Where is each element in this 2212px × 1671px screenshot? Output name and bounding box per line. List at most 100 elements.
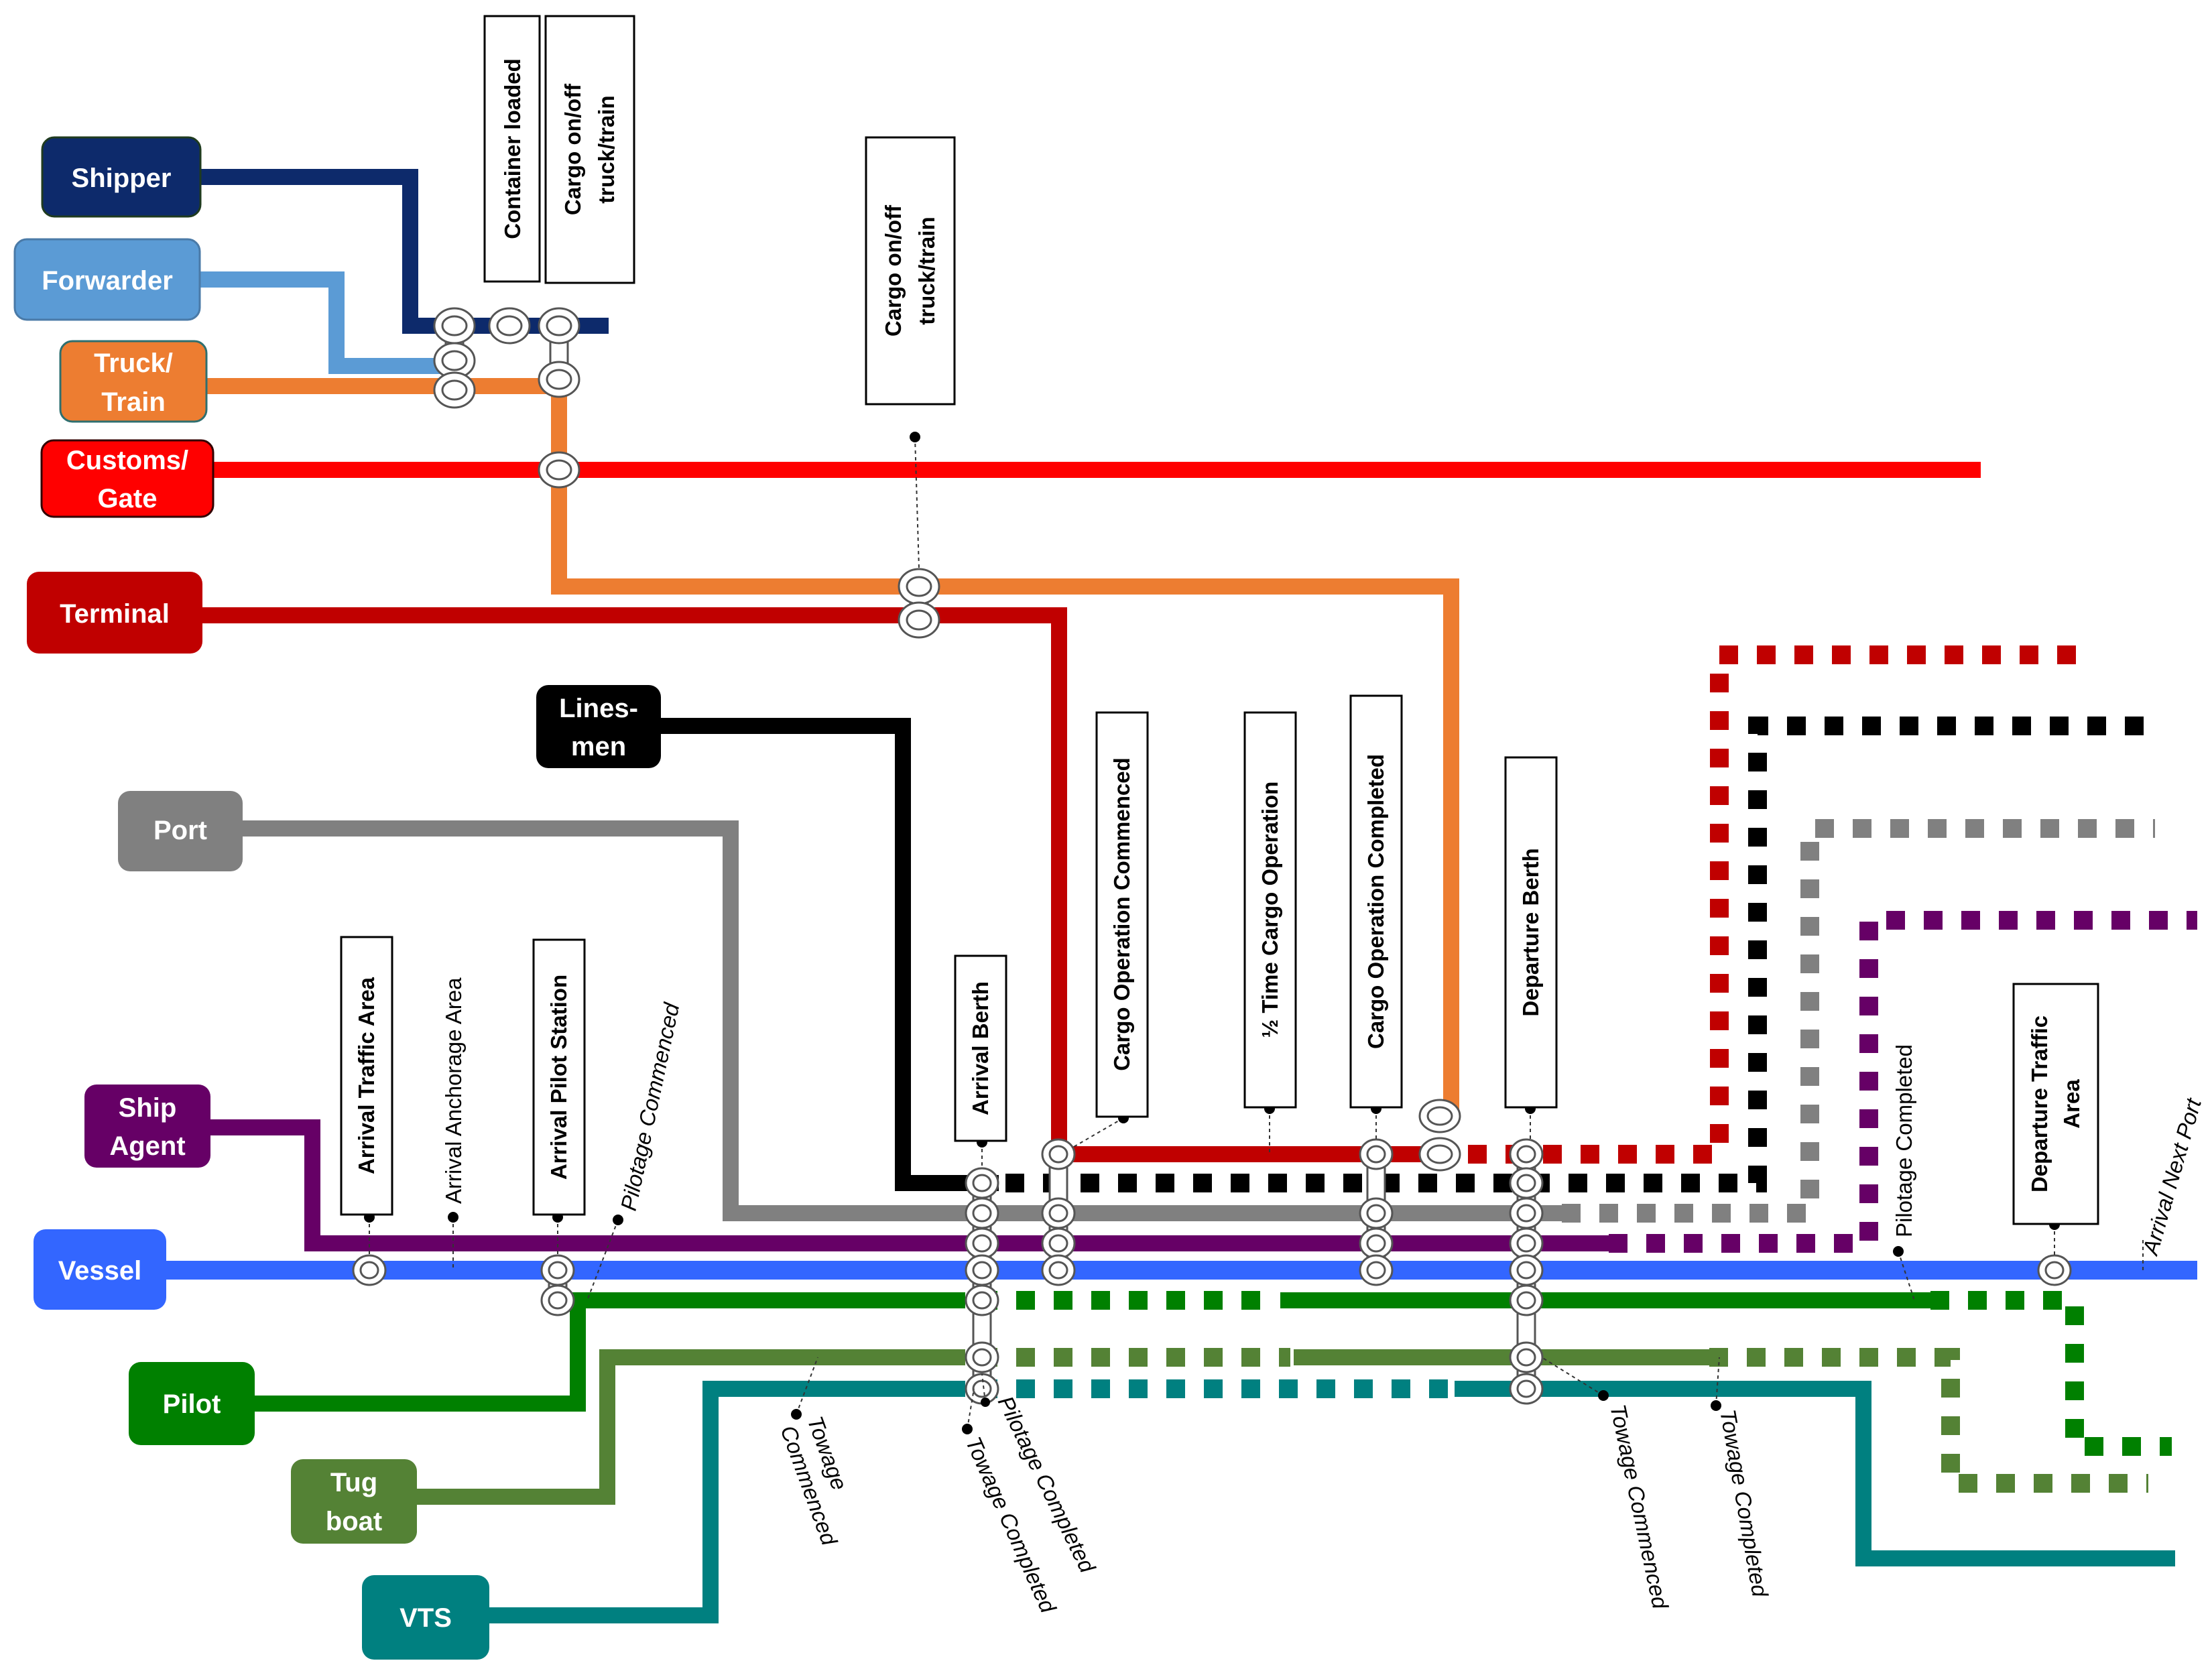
- box-cargo-onoff-1-line1: Cargo on/off: [560, 83, 585, 215]
- leader-pilotage-commenced: [587, 1219, 619, 1301]
- stop-berth-tug: [965, 1341, 999, 1373]
- stop-completed-terminal: [1359, 1138, 1394, 1170]
- stop-departure-terminal: [1509, 1138, 1544, 1170]
- dashed-pilot-2: [1930, 1291, 2172, 1456]
- dot-towage-commenced-left: [791, 1409, 802, 1420]
- actor-customs: Customs/ Gate: [40, 439, 214, 518]
- actor-customs-label-1: Customs/: [66, 446, 188, 475]
- box-cargo-onoff-1: Cargo on/off truck/train: [544, 15, 635, 284]
- actor-terminal: Terminal: [27, 572, 202, 654]
- stop-commenced-agent: [1041, 1227, 1076, 1259]
- leader-cargo-onoff-2: [914, 436, 920, 569]
- stop-arrival-pilot-vessel: [540, 1254, 575, 1286]
- dashed-tugboat-2: [1709, 1348, 2148, 1493]
- actor-truck-label-1: Truck/: [94, 349, 173, 378]
- actor-linesmen: Lines- men: [536, 685, 661, 768]
- box-departure-traffic-line1: Departure Traffic: [2027, 1015, 2052, 1192]
- box-departure-traffic-line2: Area: [2059, 1079, 2084, 1129]
- stop-commenced-terminal: [1041, 1138, 1076, 1170]
- line-shipagent: [208, 1119, 1609, 1251]
- leader-towage-completed-right: [1715, 1357, 1720, 1406]
- stop-departure-vessel: [1509, 1254, 1544, 1286]
- dot-arrival-anchorage: [448, 1212, 458, 1223]
- label-towage-commenced-right: Towage Commenced: [1605, 1402, 1673, 1612]
- box-arrival-traffic: Arrival Traffic Area: [340, 936, 393, 1216]
- actor-truck: Truck/ Train: [59, 340, 208, 423]
- actor-vts: VTS: [362, 1575, 489, 1660]
- stop-berth-port: [965, 1197, 999, 1229]
- stop-departure-agent: [1509, 1227, 1544, 1259]
- actor-forwarder-label: Forwarder: [42, 266, 173, 296]
- label-arrival-next-port: Arrival Next Port: [2138, 1095, 2207, 1259]
- line-port: [240, 820, 1562, 1221]
- label-towage-completed-right: Towage Completed: [1715, 1408, 1773, 1600]
- actor-pilot: Pilot: [129, 1362, 255, 1445]
- actor-shipagent-label-2: Agent: [109, 1131, 185, 1161]
- stop-shipper-handover: [433, 307, 476, 345]
- box-container-loaded-text: Container loaded: [500, 58, 525, 239]
- line-forwarder: [194, 271, 453, 374]
- box-cargo-onoff-2-line1: Cargo on/off: [881, 204, 906, 336]
- box-container-loaded: Container loaded: [483, 15, 541, 283]
- actor-tugboat-label-2: boat: [326, 1507, 382, 1536]
- dot-pilotage-commenced: [613, 1215, 623, 1225]
- dashed-shipagent: [1609, 911, 2197, 1253]
- stop-truck-2: [538, 361, 580, 398]
- actor-port-label: Port: [153, 816, 207, 845]
- stop-berth-vessel: [965, 1254, 999, 1286]
- stop-truck-end-1: [1418, 1099, 1461, 1133]
- line-pilot: [252, 1292, 965, 1412]
- stop-cargo-onoff-2b: [898, 601, 940, 639]
- dot-pilotage-completed-bottom: [981, 1398, 990, 1407]
- box-arrival-traffic-text: Arrival Traffic Area: [354, 977, 379, 1174]
- dot-towage-completed-left: [962, 1424, 973, 1434]
- box-cargo-onoff-2-line2: truck/train: [914, 216, 939, 324]
- actor-pilot-label: Pilot: [163, 1389, 221, 1419]
- actor-linesmen-label-1: Lines-: [559, 694, 638, 723]
- stop-departure-pilot: [1509, 1284, 1544, 1316]
- leader-towage-completed-left: [967, 1388, 975, 1430]
- stop-completed-port: [1359, 1197, 1394, 1229]
- stop-completed-vessel: [1359, 1254, 1394, 1286]
- box-cargo-completed-text: Cargo Operation Completed: [1363, 754, 1388, 1049]
- actor-customs-label-2: Gate: [98, 484, 158, 513]
- box-departure-berth: Departure Berth: [1504, 756, 1558, 1109]
- stop-truck-1: [433, 371, 476, 409]
- line-tugboat: [414, 1349, 965, 1505]
- label-pilotage-commenced: Pilotage Commenced: [616, 1000, 684, 1213]
- box-arrival-pilot: Arrival Pilot Station: [532, 938, 586, 1216]
- box-departure-berth-text: Departure Berth: [1518, 848, 1543, 1016]
- dot-cargo-onoff-2: [910, 432, 920, 442]
- actor-linesmen-label-2: men: [571, 732, 626, 761]
- box-half-time-text: ½ Time Cargo Operation: [1257, 782, 1282, 1038]
- line-linesmen: [658, 718, 999, 1191]
- dot-towage-commenced-right: [1598, 1390, 1609, 1401]
- box-cargo-onoff-1-line2: truck/train: [594, 95, 619, 203]
- stop-customs: [538, 451, 580, 489]
- stop-berth-linesmen: [965, 1167, 999, 1199]
- dot-towage-completed-right: [1711, 1400, 1721, 1411]
- stop-departure-vts: [1509, 1373, 1544, 1405]
- leader-pilotage-completed-bottom: [981, 1373, 986, 1403]
- box-arrival-pilot-text: Arrival Pilot Station: [546, 975, 571, 1180]
- actor-terminal-label: Terminal: [60, 599, 170, 629]
- actor-vts-label: VTS: [400, 1603, 452, 1633]
- dot-pilotage-completed-right: [1893, 1246, 1904, 1257]
- stop-arrival-pilot-pilot: [540, 1284, 575, 1316]
- line-vts-2: [1455, 1381, 2175, 1566]
- stop-container-loaded: [488, 307, 531, 345]
- stop-departure-tug: [1509, 1341, 1544, 1373]
- stop-cargo-onoff-1: [538, 307, 580, 345]
- actor-shipper: Shipper: [41, 136, 202, 218]
- stop-berth-pilot: [965, 1284, 999, 1316]
- box-half-time: ½ Time Cargo Operation: [1243, 711, 1297, 1109]
- dashed-linesmen: [1005, 717, 2155, 1192]
- actor-port: Port: [118, 791, 243, 871]
- actor-vessel: Vessel: [34, 1229, 166, 1310]
- leader-cargo-commenced: [1072, 1117, 1124, 1148]
- line-vts: [487, 1381, 965, 1623]
- box-arrival-berth: Arrival Berth: [954, 954, 1007, 1142]
- box-cargo-commenced-text: Cargo Operation Commenced: [1109, 757, 1134, 1071]
- label-arrival-anchorage: Arrival Anchorage Area: [441, 977, 466, 1204]
- actor-tugboat-label-1: Tug: [330, 1468, 377, 1497]
